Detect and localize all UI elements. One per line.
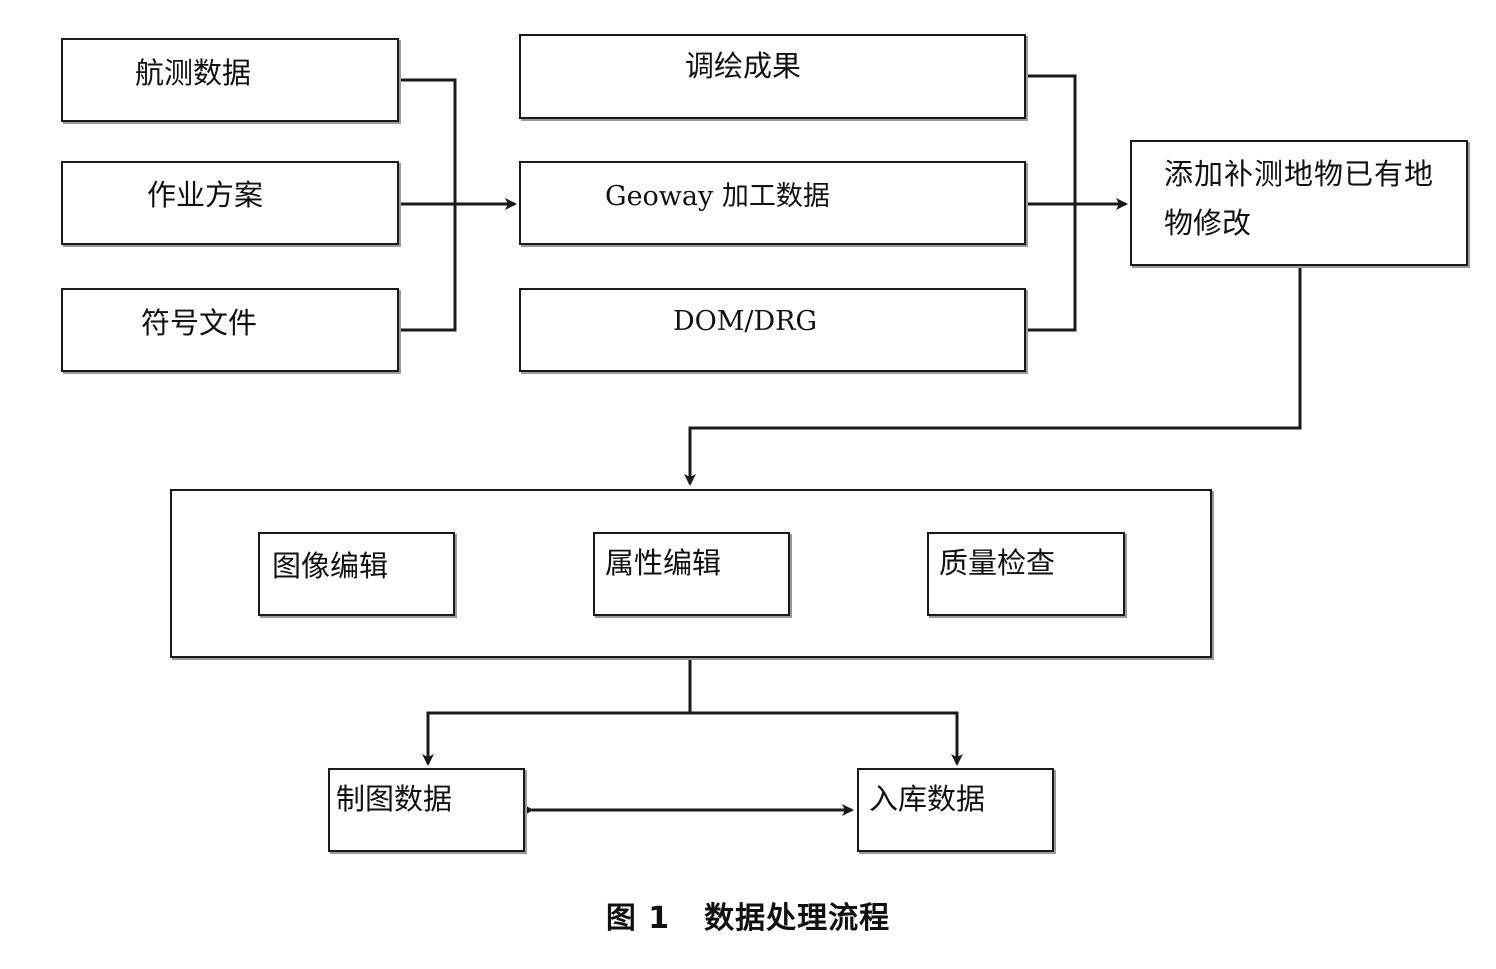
- node-geoway-data: Geoway 加工数据: [519, 161, 1026, 245]
- node-work-plan: 作业方案: [61, 161, 399, 245]
- node-aerial-data-label: 航测数据: [135, 56, 252, 90]
- figure-caption: 图 1 数据处理流程: [0, 893, 1496, 937]
- node-geoway-data-label: Geoway 加工数据: [605, 181, 830, 212]
- node-survey-results: 调绘成果: [519, 34, 1026, 119]
- flowchart-connectors: [399, 74, 1302, 816]
- node-survey-results-label: 调绘成果: [685, 49, 802, 83]
- node-dom-drg: DOM/DRG: [519, 288, 1026, 372]
- node-add-modify-label: 添加补测地物已有地: [1164, 157, 1435, 191]
- node-dom-drg-label: DOM/DRG: [673, 306, 818, 337]
- node-storage-data-label: 入库数据: [869, 782, 986, 816]
- node-symbol-file-label: 符号文件: [141, 306, 258, 340]
- node-storage-data: 入库数据: [857, 768, 1054, 852]
- node-add-modify: 添加补测地物已有地 物修改: [1130, 140, 1468, 266]
- node-quality-check: 质量检查: [927, 532, 1125, 616]
- arrow-to-storage: [690, 711, 963, 766]
- node-attribute-edit: 属性编辑: [593, 532, 790, 616]
- node-image-edit-label: 图像编辑: [272, 549, 389, 583]
- node-mapping-data: 制图数据: [328, 768, 525, 852]
- figure-title: 数据处理流程: [704, 901, 891, 936]
- node-aerial-data: 航测数据: [61, 38, 399, 122]
- node-attribute-edit-label: 属性编辑: [605, 546, 722, 580]
- node-quality-check-label: 质量检查: [939, 546, 1056, 580]
- arrow-to-mapping: [422, 711, 690, 766]
- node-mapping-data-label: 制图数据: [336, 782, 453, 816]
- node-image-edit: 图像编辑: [258, 532, 455, 616]
- node-work-plan-label: 作业方案: [147, 178, 264, 212]
- arrow-to-edit-group: [684, 266, 1302, 486]
- figure-number: 图 1: [605, 901, 671, 936]
- node-symbol-file: 符号文件: [61, 288, 399, 372]
- node-add-modify-label-line2: 物修改: [1164, 206, 1252, 240]
